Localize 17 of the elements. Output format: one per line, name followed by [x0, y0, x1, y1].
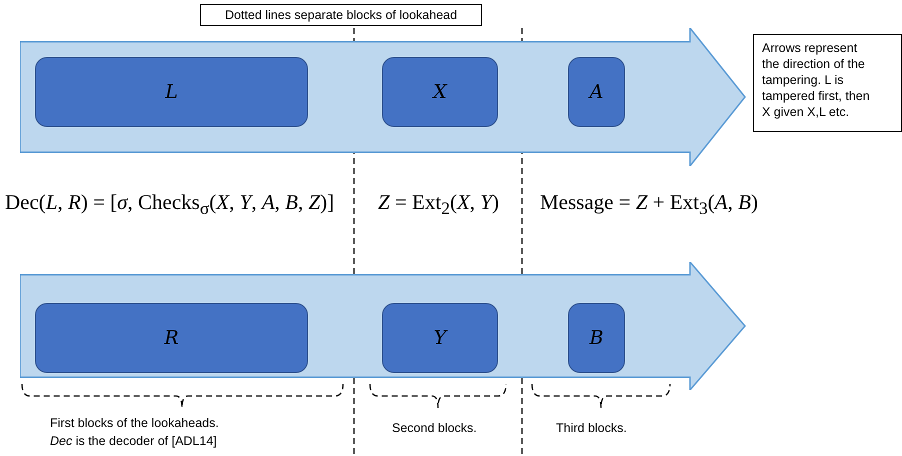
block-box: Y — [382, 303, 498, 373]
note-box: Arrows represent the direction of the tampering. L is tampered first, then X given X,L etc. — [753, 34, 902, 132]
caption-text: Dec is the decoder of [ADL14] — [50, 434, 217, 448]
block-box: L — [35, 57, 308, 127]
caption-text: Second blocks. — [392, 421, 477, 435]
formula-text: Message = Z + Ext$_{3}$(A, B) — [540, 190, 758, 220]
block-box: X — [382, 57, 498, 127]
arrow-band — [20, 262, 746, 390]
caption-text: First blocks of the lookaheads. — [50, 416, 219, 430]
title-box: Dotted lines separate blocks of lookahead — [200, 4, 482, 26]
block-box: B — [568, 303, 625, 373]
caption-text: Third blocks. — [556, 421, 627, 435]
block-box: A — [568, 57, 625, 127]
formula-text: Z = Ext$_{2}$(X, Y) — [378, 190, 499, 220]
arrow-band — [20, 28, 746, 166]
formula-text: Dec(L, R) = [σ, Checks$_{σ}$(X, Y, A, B, Z)] — [5, 190, 334, 220]
block-box: R — [35, 303, 308, 373]
